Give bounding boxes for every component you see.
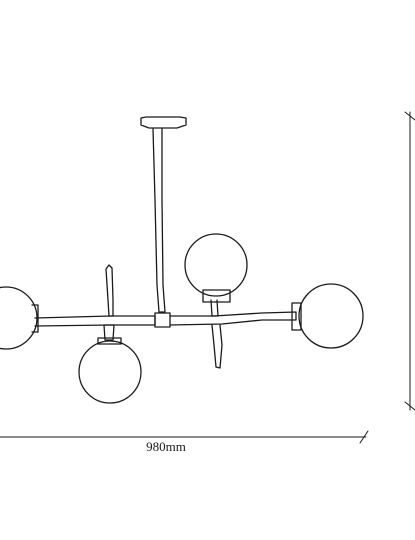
height-dimension-tick-top	[404, 111, 415, 121]
main-bar-right	[169, 311, 297, 326]
globe-right	[298, 283, 364, 349]
globe-bottom-collar	[97, 337, 122, 345]
height-dimension-tick-bottom	[404, 401, 415, 411]
width-dimension-label: 980mm	[146, 439, 186, 454]
width-dimension-tick-right	[359, 430, 369, 444]
globe-right-collar	[291, 302, 302, 331]
globe-upper-right-collar	[202, 289, 231, 303]
right-lower-arm	[211, 324, 223, 369]
ceiling-canopy	[140, 116, 187, 129]
globe-upper-right	[184, 233, 248, 297]
drop-rod	[152, 128, 166, 313]
globe-left-collar	[31, 304, 39, 333]
center-joint	[154, 312, 171, 328]
globe-bottom	[78, 340, 142, 404]
left-lower-arm	[103, 324, 115, 341]
globe-left	[0, 286, 38, 350]
left-upper-arm	[105, 264, 114, 317]
main-bar-left	[34, 315, 156, 327]
right-upper-arm	[210, 299, 219, 317]
